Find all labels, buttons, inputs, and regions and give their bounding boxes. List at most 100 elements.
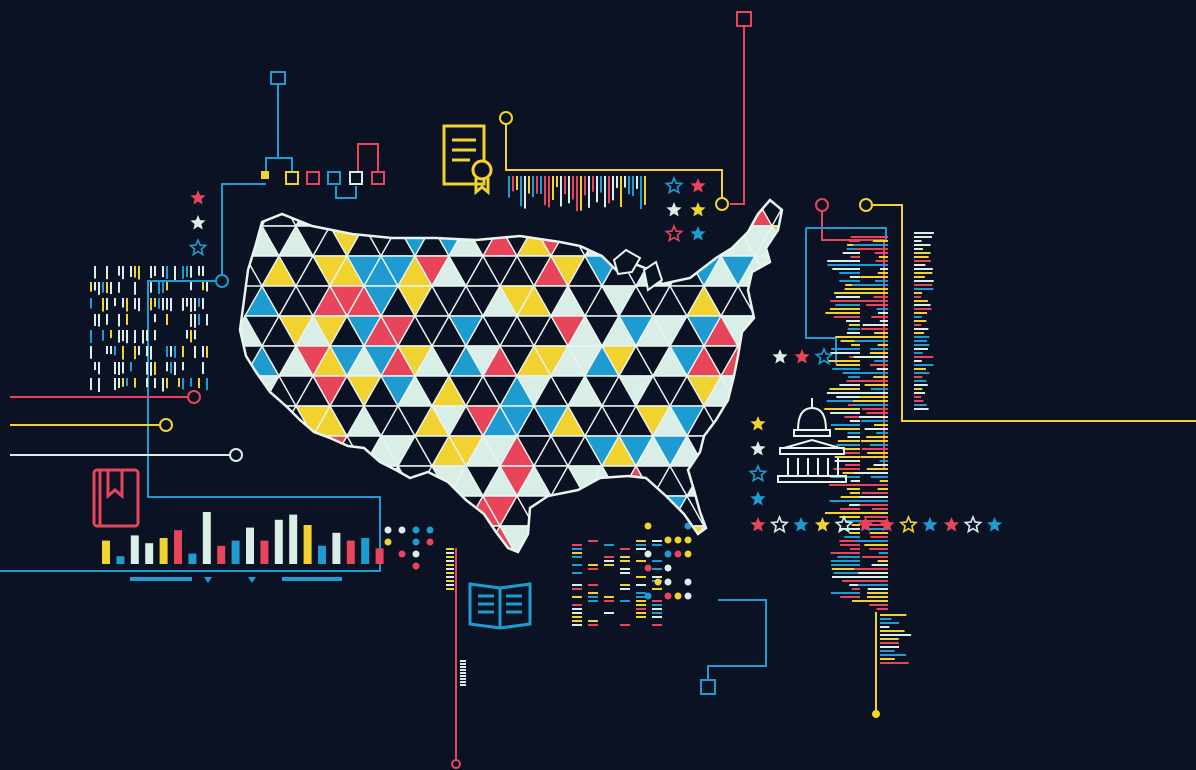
barcode-bar xyxy=(206,282,208,292)
dash-line xyxy=(588,564,598,566)
barcode-line xyxy=(914,332,925,334)
barcode-line xyxy=(914,264,926,266)
barcode-line xyxy=(853,300,888,302)
barcode-line xyxy=(849,276,860,278)
chart-bar xyxy=(116,556,125,564)
dot xyxy=(684,578,692,586)
dash-line xyxy=(620,568,630,570)
barcode-bar xyxy=(146,346,148,357)
barcode-line xyxy=(837,556,860,558)
barcode-line xyxy=(862,408,888,410)
dash-line xyxy=(620,600,630,602)
dash-line xyxy=(652,588,662,590)
map-triangle xyxy=(753,404,782,437)
map-triangle xyxy=(532,525,570,552)
barcode-bar xyxy=(114,362,116,375)
dash-line xyxy=(652,568,662,570)
barcode-line xyxy=(914,336,930,338)
barcode-bar xyxy=(520,176,522,207)
barcode-line xyxy=(829,308,860,310)
barcode-bar xyxy=(186,266,188,278)
barcode-line xyxy=(879,268,888,270)
map-triangle xyxy=(600,465,638,498)
barcode-line xyxy=(827,260,860,262)
barcode-line xyxy=(880,654,907,656)
star-icon xyxy=(190,190,206,205)
dot xyxy=(644,564,652,572)
barcode-line xyxy=(914,292,923,294)
dash-line xyxy=(588,624,598,626)
barcode-line xyxy=(852,600,888,602)
map-triangle xyxy=(702,494,740,527)
map-triangle xyxy=(736,405,774,438)
barcode-bar xyxy=(198,298,200,307)
map-triangle xyxy=(736,525,774,552)
barcode-bar xyxy=(106,266,108,280)
barcode-bar xyxy=(158,282,160,294)
dash-line xyxy=(620,624,630,626)
map-triangle xyxy=(634,494,672,527)
barcode-line xyxy=(880,642,899,644)
barcode-line xyxy=(880,634,912,636)
barcode-bar xyxy=(134,298,136,310)
barcode-line xyxy=(848,376,860,378)
chart-axis-marks xyxy=(130,577,342,583)
barcode-line xyxy=(914,356,934,358)
map-triangle xyxy=(634,225,672,258)
barcode-bar xyxy=(194,314,196,328)
barcode-bar xyxy=(150,362,152,376)
map-triangle xyxy=(583,200,621,228)
barcode-bar xyxy=(206,378,208,391)
barcode-line xyxy=(825,312,860,314)
barcode-line xyxy=(840,496,860,498)
barcode-line xyxy=(876,432,888,434)
barcode-line xyxy=(914,344,930,346)
barcode-bar xyxy=(576,176,578,212)
barcode-bar xyxy=(98,378,100,392)
barcode-line xyxy=(866,436,888,438)
dash-line xyxy=(652,600,662,602)
dash-line xyxy=(636,544,646,546)
barcode-bar xyxy=(118,314,120,327)
barcode-line xyxy=(850,480,860,482)
barcode-bar xyxy=(644,176,646,205)
map-triangle xyxy=(617,200,655,228)
barcode-bar xyxy=(608,176,610,204)
united-states-map xyxy=(238,198,784,554)
barcode-line xyxy=(851,588,860,590)
map-triangle xyxy=(277,435,315,468)
dash-line xyxy=(572,544,582,546)
barcode-bar xyxy=(206,346,208,358)
barcode-line xyxy=(829,500,860,502)
barcode-line xyxy=(446,556,454,558)
barcode-bar xyxy=(198,378,200,389)
star-icon xyxy=(750,491,766,506)
barcode-bar xyxy=(202,346,204,358)
barcode-line xyxy=(446,588,454,590)
dot xyxy=(674,536,682,544)
barcode-bar xyxy=(194,298,196,312)
barcode-bar xyxy=(162,282,164,294)
barcode-line xyxy=(880,646,900,648)
node-squares xyxy=(261,171,385,185)
barcode-line xyxy=(914,384,928,386)
barcode-bar xyxy=(146,378,148,388)
barcode-bar xyxy=(126,378,128,387)
dash-line xyxy=(572,624,582,626)
star-icon xyxy=(943,517,960,532)
star-icon xyxy=(750,416,766,431)
barcode-bar xyxy=(190,314,192,327)
barcode-line xyxy=(849,504,860,506)
barcode-bar xyxy=(110,330,112,339)
map-triangle xyxy=(240,200,264,227)
map-triangle xyxy=(617,495,655,528)
circuit-lines xyxy=(0,26,1196,764)
map-triangle xyxy=(277,464,315,497)
dash-line xyxy=(572,604,582,606)
map-triangle xyxy=(651,200,689,228)
barcode-bar xyxy=(122,298,124,308)
barcode-line xyxy=(870,348,888,350)
barcode-line xyxy=(853,288,888,290)
barcode-line xyxy=(853,380,888,382)
star-icon xyxy=(690,226,706,241)
